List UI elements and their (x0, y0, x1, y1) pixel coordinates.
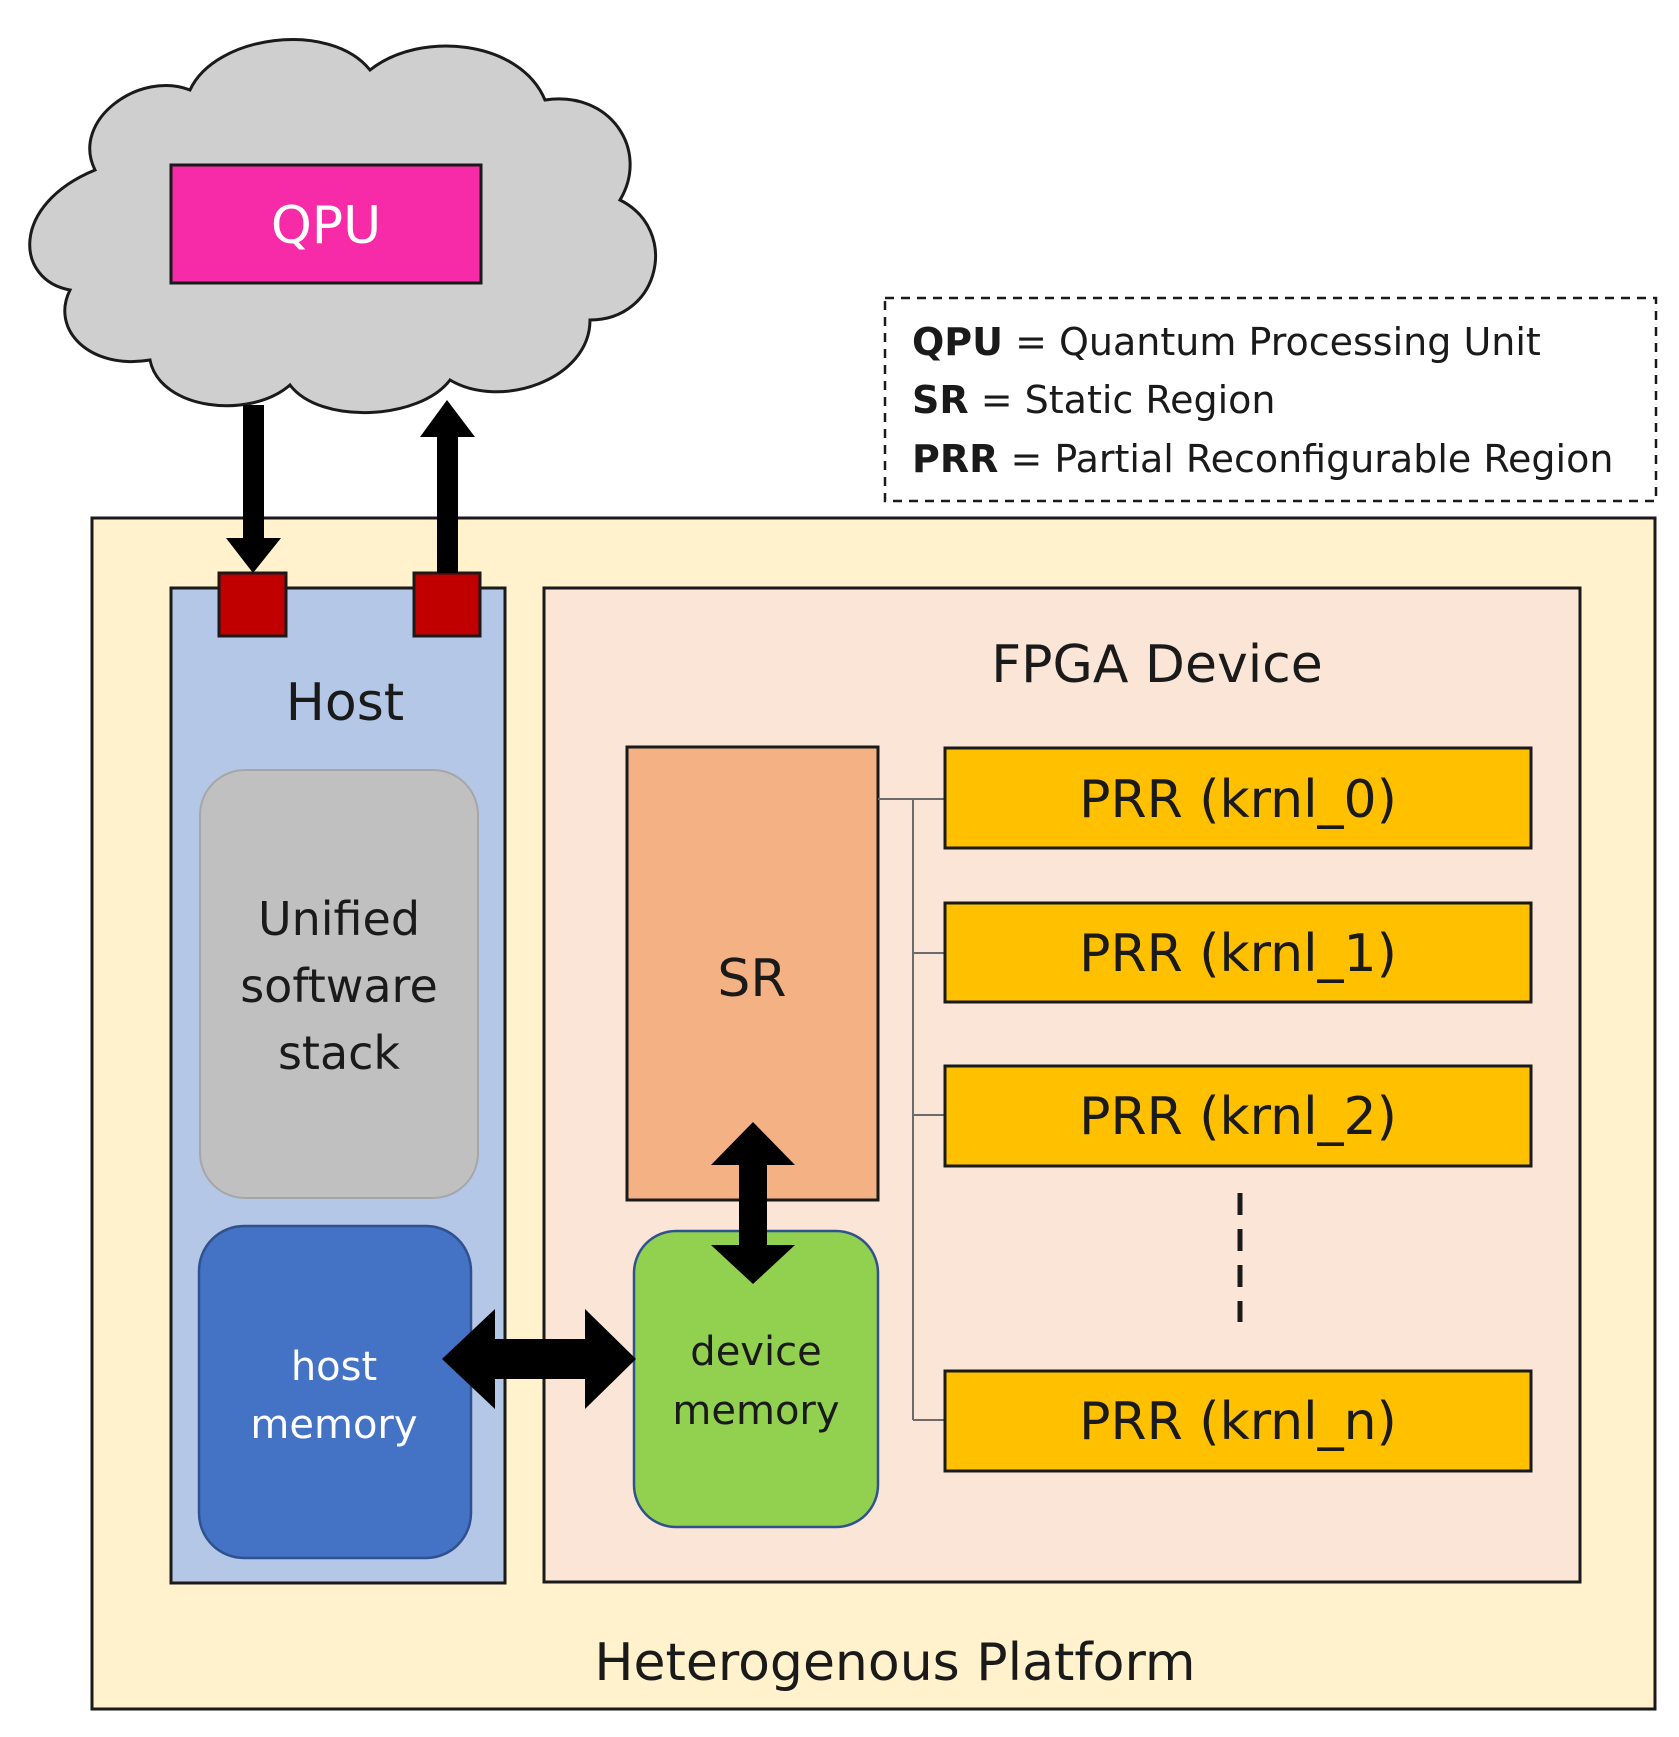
device-memory-line-2: memory (672, 1388, 839, 1434)
legend-definition: = Static Region (969, 378, 1276, 422)
host-memory (197, 1224, 473, 1560)
stack-label-line-3: stack (278, 1026, 400, 1080)
platform-label: Heterogenous Platform (594, 1633, 1195, 1693)
prr-krnl-n-label: PRR (krnl_n) (1079, 1392, 1397, 1452)
legend-entry-sr: SR = Static Region (912, 378, 1275, 422)
host-device-memory-arrow (442, 1309, 636, 1409)
cloud-to-host-arrow (226, 405, 281, 573)
fpga-label: FPGA Device (991, 635, 1323, 695)
host-port-out (412, 571, 482, 638)
host-label: Host (286, 673, 404, 733)
legend-box (883, 296, 1658, 503)
host-to-cloud-arrow (420, 400, 475, 573)
host-port-in (217, 571, 288, 638)
legend-definition: = Partial Reconfigurable Region (998, 437, 1613, 481)
stack-label-line-1: Unified (258, 892, 420, 946)
prr-krnl-2 (943, 1064, 1533, 1168)
prr-krnl-1 (943, 901, 1533, 1004)
legend-term: SR (912, 378, 969, 422)
legend-entry-qpu: QPU = Quantum Processing Unit (912, 320, 1541, 364)
legend-term: QPU (912, 320, 1003, 364)
fpga-device: FPGA Device SR device memory PRR (krnl_0… (542, 586, 1582, 1584)
unified-software-stack (199, 769, 479, 1199)
sr-device-memory-arrow (711, 1122, 795, 1284)
sr-label: SR (717, 949, 786, 1009)
prr-krnl-n (943, 1369, 1533, 1473)
host-memory-line-1: host (291, 1344, 377, 1390)
device-memory-line-1: device (690, 1329, 821, 1375)
qpu-box (169, 163, 483, 285)
host: Host Unified software stack host memory (169, 571, 507, 1585)
prr-krnl-2-label: PRR (krnl_2) (1079, 1087, 1397, 1147)
legend-term: PRR (912, 437, 998, 481)
cloud: QPU (28, 38, 657, 415)
sr-prr-bus (878, 798, 945, 1421)
legend: QPU = Quantum Processing Unit SR = Stati… (883, 296, 1658, 503)
legend-definition: = Quantum Processing Unit (1003, 320, 1541, 364)
qpu-label: QPU (271, 196, 381, 256)
prr-krnl-0 (943, 746, 1533, 850)
prr-krnl-1-label: PRR (krnl_1) (1079, 924, 1397, 984)
prr-krnl-0-label: PRR (krnl_0) (1079, 770, 1397, 830)
host-memory-line-2: memory (250, 1402, 417, 1448)
legend-entry-prr: PRR = Partial Reconfigurable Region (912, 437, 1613, 481)
stack-label-line-2: software (240, 959, 438, 1013)
